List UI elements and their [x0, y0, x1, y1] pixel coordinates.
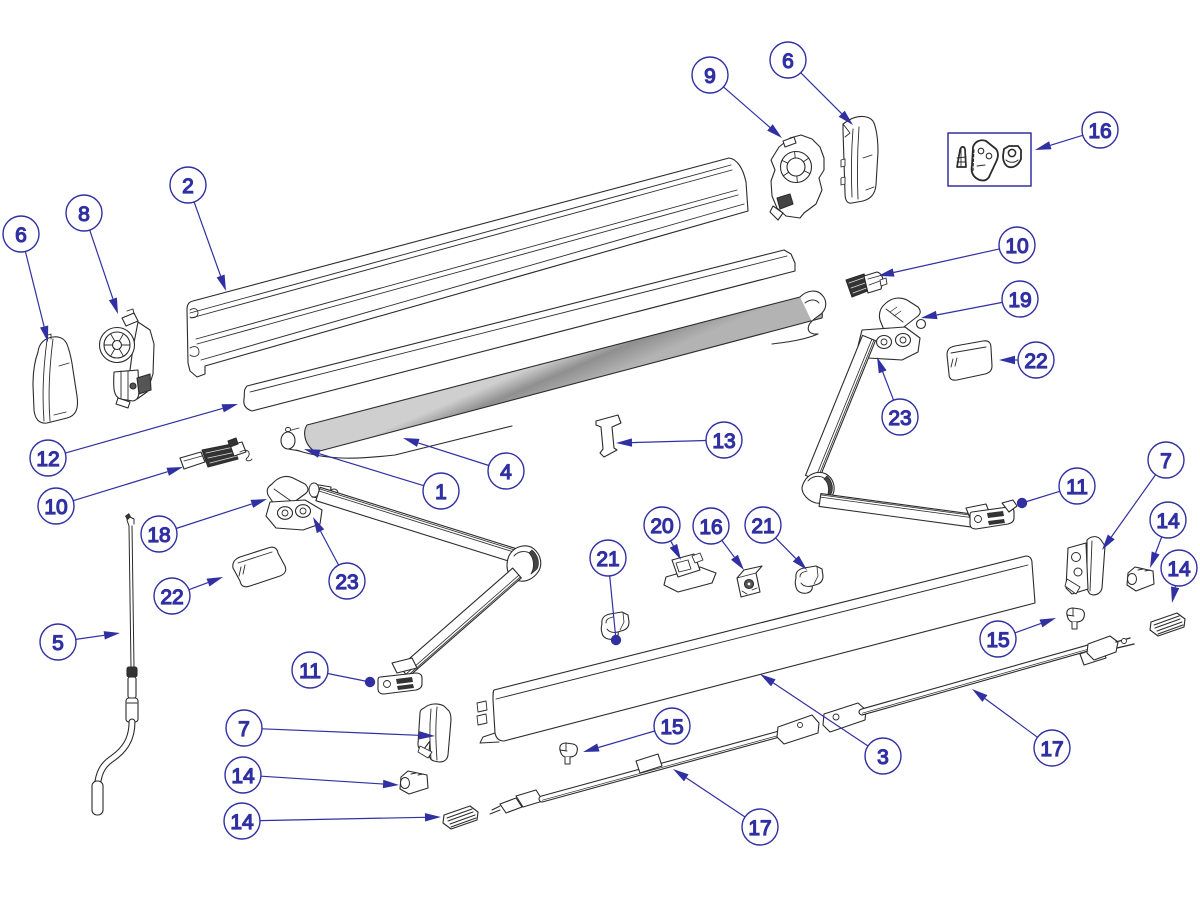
svg-text:10: 10	[44, 496, 67, 519]
svg-text:15: 15	[660, 716, 683, 739]
svg-text:14: 14	[230, 811, 254, 834]
svg-text:14: 14	[1167, 558, 1191, 581]
svg-text:20: 20	[650, 515, 673, 538]
svg-text:14: 14	[231, 765, 255, 788]
svg-text:21: 21	[751, 515, 774, 538]
svg-text:11: 11	[1066, 476, 1088, 499]
svg-text:4: 4	[500, 461, 512, 484]
svg-text:21: 21	[596, 548, 619, 571]
svg-text:8: 8	[78, 203, 90, 226]
svg-text:23: 23	[335, 571, 358, 594]
svg-text:6: 6	[782, 50, 794, 73]
svg-text:2: 2	[182, 175, 194, 198]
svg-text:9: 9	[704, 65, 716, 88]
svg-text:22: 22	[160, 586, 183, 609]
svg-text:17: 17	[1040, 738, 1063, 761]
svg-text:19: 19	[1008, 289, 1031, 312]
svg-text:10: 10	[1005, 235, 1028, 258]
svg-text:16: 16	[699, 516, 722, 539]
svg-text:22: 22	[1024, 350, 1047, 373]
svg-text:15: 15	[986, 629, 1009, 652]
svg-text:13: 13	[712, 430, 735, 453]
svg-text:7: 7	[238, 718, 250, 741]
svg-text:17: 17	[748, 817, 771, 840]
svg-text:11: 11	[299, 660, 321, 683]
svg-text:23: 23	[888, 407, 911, 430]
svg-text:3: 3	[877, 746, 889, 769]
svg-text:5: 5	[52, 632, 64, 655]
svg-text:6: 6	[15, 224, 27, 247]
svg-text:7: 7	[1160, 450, 1172, 473]
svg-text:16: 16	[1088, 120, 1111, 143]
svg-text:1: 1	[435, 481, 447, 504]
svg-text:14: 14	[1156, 510, 1180, 533]
svg-text:18: 18	[147, 524, 170, 547]
svg-text:12: 12	[36, 448, 59, 471]
